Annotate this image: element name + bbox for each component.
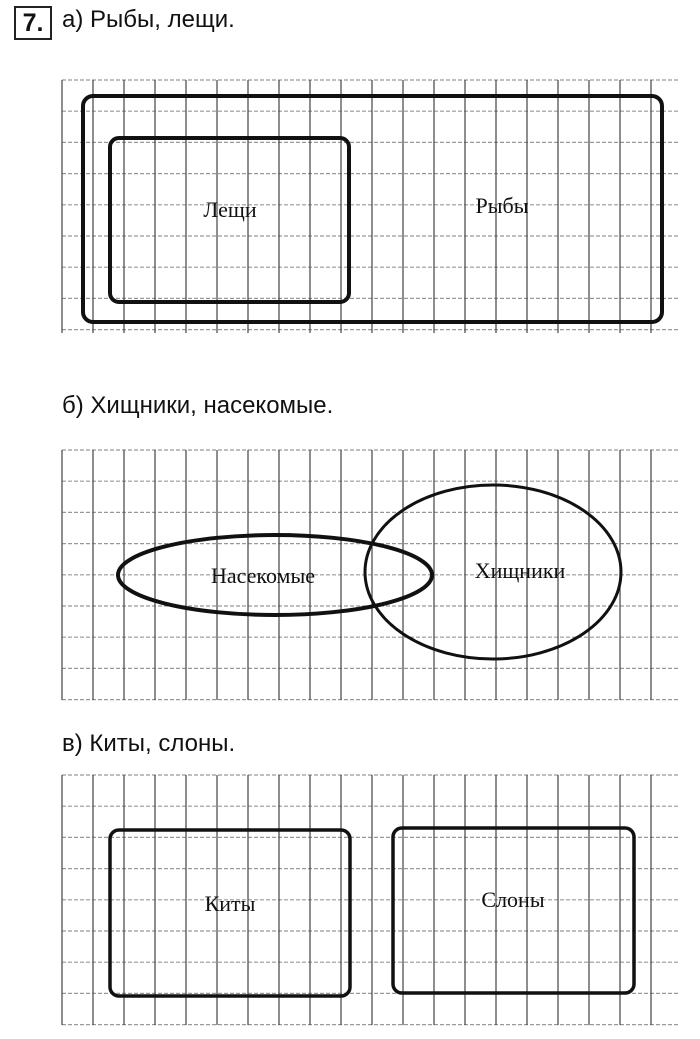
part-c-caption: в) Киты, слоны. (62, 730, 236, 757)
fish-set-rect (81, 94, 664, 324)
insects-label: Насекомые (211, 563, 315, 588)
grid-paper-b (61, 449, 680, 701)
predators-set-ellipse (363, 483, 623, 661)
bream-set-rect (108, 136, 351, 304)
predators-label: Хищники (475, 558, 566, 583)
part-b-caption: б) Хищники, насекомые. (62, 392, 334, 419)
insects-set-ellipse (116, 533, 434, 617)
fish-label: Рыбы (476, 193, 529, 218)
grid-paper-c (61, 774, 680, 1026)
task-number: 7. (14, 6, 52, 40)
part-a-caption: а) Рыбы, лещи. (62, 6, 235, 33)
grid-paper-a (61, 79, 680, 333)
elephants-set-rect (391, 826, 636, 995)
whales-set-rect (108, 828, 352, 998)
bream-label: Лещи (203, 197, 256, 222)
elephants-label: Слоны (481, 887, 544, 912)
whales-label: Киты (205, 891, 256, 916)
